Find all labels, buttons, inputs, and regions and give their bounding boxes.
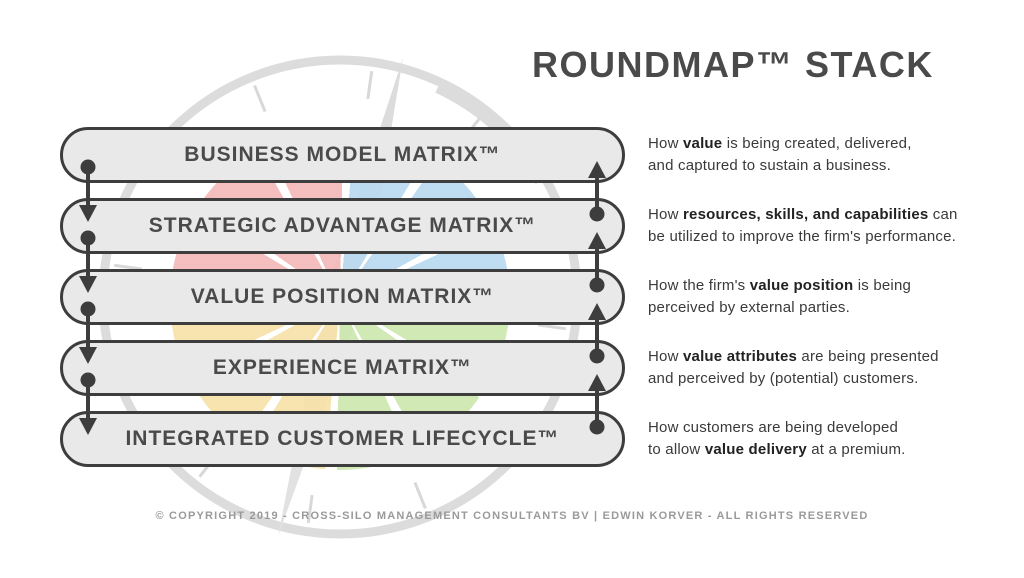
- description-highlight: value: [682, 135, 723, 152]
- page-title: ROUNDMAP™ STACK: [532, 44, 934, 85]
- description-line: be utilized to improve the firm's perfor…: [648, 226, 1008, 248]
- description-line: and captured to sustain a business.: [648, 155, 1008, 177]
- pill-description-2: How resources, skills, and capabilities …: [648, 204, 1008, 248]
- pill-row-2: STRATEGIC ADVANTAGE MATRIX™: [60, 198, 625, 254]
- description-line: to allow value delivery at a premium.: [648, 439, 1008, 461]
- description-line: and perceived by (potential) customers.: [648, 368, 1008, 390]
- pill-description-5: How customers are being developed to allo…: [648, 417, 1008, 461]
- compass-tick: [366, 71, 374, 100]
- description-highlight: value delivery: [704, 441, 807, 458]
- description-text: is being: [853, 277, 912, 294]
- pill-label: INTEGRATED CUSTOMER LIFECYCLE™: [125, 427, 560, 450]
- pill-label: BUSINESS MODEL MATRIX™: [184, 143, 501, 166]
- description-text: to allow: [648, 441, 705, 458]
- description-line: perceived by external parties.: [648, 297, 1008, 319]
- pill-label: VALUE POSITION MATRIX™: [190, 285, 495, 308]
- description-highlight: value attributes: [682, 348, 798, 365]
- description-text: are being presented: [797, 348, 939, 365]
- description-line: How value is being created, delivered,: [648, 133, 1008, 155]
- copyright-text: © COPYRIGHT 2019 - CROSS-SILO MANAGEMENT…: [155, 510, 869, 522]
- description-highlight: value position: [749, 277, 854, 294]
- pill-row-4: EXPERIENCE MATRIX™: [60, 340, 625, 396]
- description-text: can: [928, 206, 958, 223]
- description-text: How customers are being developed: [648, 419, 899, 436]
- pill-description-1: How value is being created, delivered, an…: [648, 133, 1008, 177]
- pill-row-1: BUSINESS MODEL MATRIX™: [60, 127, 625, 183]
- description-highlight: resources, skills, and capabilities: [682, 206, 929, 223]
- description-text: and captured to sustain a business.: [648, 157, 891, 174]
- description-line: How value attributes are being presented: [648, 346, 1008, 368]
- description-line: How resources, skills, and capabilities …: [648, 204, 1008, 226]
- description-text: How the firm's: [648, 277, 750, 294]
- description-text: is being created, delivered,: [722, 135, 912, 152]
- pill-row-3: VALUE POSITION MATRIX™: [60, 269, 625, 325]
- compass-tick: [413, 481, 427, 509]
- description-text: and perceived by (potential) customers.: [648, 370, 919, 387]
- compass-tick: [114, 263, 143, 271]
- pill-label: EXPERIENCE MATRIX™: [212, 356, 473, 379]
- compass-tick: [537, 323, 566, 331]
- description-text: perceived by external parties.: [648, 299, 850, 316]
- pill-row-5: INTEGRATED CUSTOMER LIFECYCLE™: [60, 411, 625, 467]
- pill-description-4: How value attributes are being presented…: [648, 346, 1008, 390]
- compass-tick: [253, 85, 267, 113]
- description-text: How: [648, 206, 683, 223]
- pill-label: STRATEGIC ADVANTAGE MATRIX™: [148, 214, 537, 237]
- description-text: at a premium.: [806, 441, 906, 458]
- description-text: be utilized to improve the firm's perfor…: [648, 228, 957, 245]
- description-line: How the firm's value position is being: [648, 275, 1008, 297]
- description-line: How customers are being developed: [648, 417, 1008, 439]
- compass-tick: [306, 494, 314, 523]
- description-text: How: [648, 135, 683, 152]
- description-text: How: [648, 348, 683, 365]
